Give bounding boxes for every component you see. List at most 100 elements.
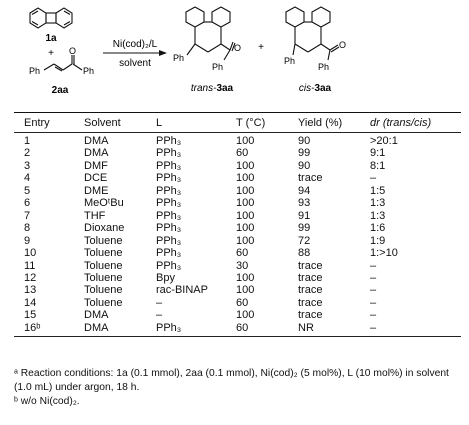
cell-ligand: rac-BINAP: [156, 284, 208, 297]
cell-dr: 1:9: [370, 234, 386, 247]
header-temperature: T (°C): [236, 116, 266, 129]
table-header-rule: [14, 132, 461, 133]
cell-yield: trace: [298, 172, 323, 185]
cell-temperature: 60: [236, 296, 249, 309]
reaction-scheme: 1a + Ph O Ph 2aa Ni(cod)₂/L solvent Ph O…: [29, 6, 346, 96]
footnote-b: ᵇ w/o Ni(cod)₂.: [14, 396, 80, 407]
trans-ph-left: Ph: [173, 53, 184, 63]
cell-yield: trace: [298, 296, 323, 309]
cis-compound-number: 3aa: [314, 83, 331, 94]
chalcone-ph-right: Ph: [83, 66, 94, 76]
cell-solvent: DMA: [84, 321, 109, 334]
cell-dr: 1:>10: [370, 247, 398, 260]
cell-temperature: 100: [236, 209, 255, 222]
cell-ligand: PPh₃: [156, 259, 182, 272]
cell-ligand: PPh₃: [156, 159, 182, 172]
cell-entry: 16ᵇ: [24, 321, 41, 334]
cell-entry: 1: [24, 135, 31, 147]
cell-dr: 9:1: [370, 147, 386, 160]
table-top-rule: [14, 112, 461, 113]
table-footnotes: ᵃ Reaction conditions: 1a (0.1 mmol), 2a…: [14, 367, 461, 409]
cell-temperature: 30: [236, 259, 249, 272]
cell-entry: 12: [24, 271, 37, 284]
cell-dr: 8:1: [370, 159, 386, 172]
chalcone-structure: [43, 55, 83, 72]
cell-ligand: PPh₃: [156, 147, 182, 160]
trans-ph-bottom: Ph: [212, 62, 223, 72]
cell-yield: trace: [298, 309, 323, 322]
cis-product-label: cis-3aa: [299, 83, 332, 94]
cell-yield: 91: [298, 209, 311, 222]
cell-solvent: DME: [84, 184, 109, 197]
reactant1-label: 1a: [45, 33, 57, 44]
cell-solvent: Toluene: [84, 234, 123, 247]
cell-dr: 1:3: [370, 209, 386, 222]
cell-ligand: PPh₃: [156, 234, 182, 247]
cell-temperature: 100: [236, 234, 255, 247]
cell-temperature: 100: [236, 197, 255, 210]
cell-dr: –: [370, 271, 377, 284]
cell-solvent: Toluene: [84, 259, 123, 272]
cell-yield: NR: [298, 321, 314, 334]
cell-ligand: PPh₃: [156, 209, 182, 222]
cell-solvent: DMA: [84, 147, 109, 160]
cell-dr: 1:6: [370, 222, 386, 235]
cell-dr: 1:5: [370, 184, 386, 197]
cell-yield: trace: [298, 271, 323, 284]
cell-dr: –: [370, 172, 377, 185]
trans-prefix: trans-: [191, 83, 217, 94]
cis-ph-left: Ph: [284, 56, 295, 66]
cell-temperature: 60: [236, 321, 249, 334]
cell-ligand: PPh₃: [156, 321, 182, 334]
cell-entry: 3: [24, 159, 31, 172]
solvent-label: solvent: [119, 58, 151, 69]
table-row: 16ᵇ DMA PPh₃ 60 NR –: [14, 322, 461, 334]
header-dr: dr (trans/cis): [370, 116, 432, 129]
cell-temperature: 100: [236, 135, 255, 147]
cell-dr: –: [370, 259, 377, 272]
cell-temperature: 100: [236, 172, 255, 185]
chalcone-o: O: [69, 46, 76, 56]
cell-temperature: 60: [236, 247, 249, 260]
table-header-row: Entry Solvent L T (°C) Yield (%) dr (tra…: [14, 113, 461, 132]
cell-solvent: DMA: [84, 135, 109, 147]
cell-solvent: Toluene: [84, 247, 123, 260]
cis-o: O: [339, 40, 346, 50]
cell-ligand: PPh₃: [156, 184, 182, 197]
reactant2-label: 2aa: [52, 85, 69, 96]
cell-dr: >20:1: [370, 135, 398, 147]
table-bottom-rule: [14, 336, 461, 338]
cell-yield: 99: [298, 147, 311, 160]
header-ligand: L: [156, 116, 163, 129]
cell-yield: trace: [298, 284, 323, 297]
plus-sign: +: [48, 48, 54, 59]
cell-solvent: Toluene: [84, 271, 123, 284]
cell-yield: 90: [298, 159, 311, 172]
cell-dr: –: [370, 321, 377, 334]
cell-temperature: 100: [236, 184, 255, 197]
cell-solvent: THF: [84, 209, 106, 222]
cell-entry: 14: [24, 296, 37, 309]
product-plus-sign: +: [258, 42, 264, 53]
header-yield: Yield (%): [298, 116, 343, 129]
cell-ligand: Bpy: [156, 271, 175, 284]
cell-entry: 15: [24, 309, 37, 322]
cell-yield: 93: [298, 197, 311, 210]
cell-dr: –: [370, 296, 377, 309]
cell-ligand: PPh₃: [156, 197, 182, 210]
cell-yield: 72: [298, 234, 311, 247]
cell-entry: 9: [24, 234, 31, 247]
biphenylene-structure: [29, 7, 73, 29]
cis-product-structure: [285, 6, 340, 61]
cell-temperature: 100: [236, 159, 255, 172]
cell-entry: 13: [24, 284, 37, 297]
